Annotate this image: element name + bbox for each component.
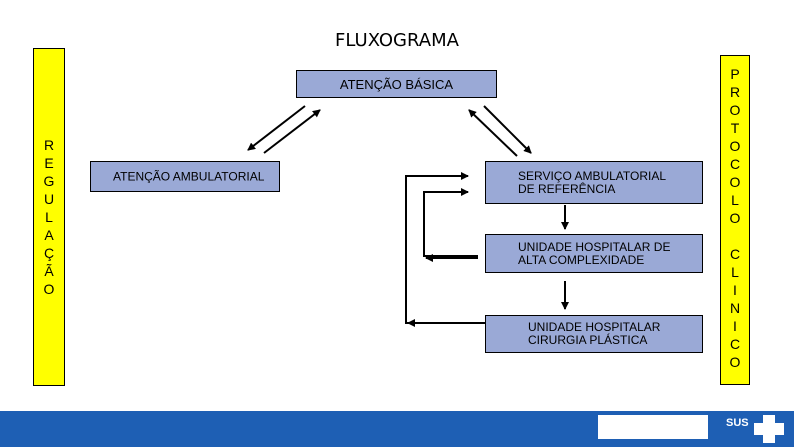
regulacao-letter: Ã xyxy=(44,263,54,279)
regulacao-letter: R xyxy=(43,137,55,153)
regulacao-letter: E xyxy=(44,155,54,171)
protocolo-letter: O xyxy=(729,102,741,118)
clinico-letter: O xyxy=(729,354,741,370)
arrow-basica-to-ambulatorial xyxy=(247,105,306,151)
atencao-basica-box: ATENÇÃO BÁSICA xyxy=(296,70,497,98)
servico-ambulatorial-label: SERVIÇO AMBULATORIAL DE REFERÊNCIA xyxy=(518,168,667,196)
protocolo-clinico-bar: P R O T O C O L O C L I N I C O xyxy=(720,55,750,385)
regulacao-letter: G xyxy=(43,173,55,189)
regulacao-letter: U xyxy=(43,191,55,207)
regulacao-letter: L xyxy=(45,209,53,225)
clinico-letter: L xyxy=(731,264,739,280)
atencao-basica-label: ATENÇÃO BÁSICA xyxy=(339,76,454,92)
regulacao-letter: O xyxy=(43,281,55,297)
clinico-letter: C xyxy=(729,246,741,262)
diagram-title: FLUXOGRAMA xyxy=(335,30,459,51)
unidade-cirurgia-box: UNIDADE HOSPITALAR CIRURGIA PLÁSTICA xyxy=(485,315,703,353)
regulacao-bar: R E G U L A Ç Ã O xyxy=(33,48,65,386)
sus-logo: SUS xyxy=(726,417,749,429)
clinico-letter: I xyxy=(733,318,737,334)
loop-cirurgia-to-servico xyxy=(405,172,485,324)
protocolo-letter: O xyxy=(729,210,741,226)
cross-icon xyxy=(754,415,784,443)
protocolo-letter: C xyxy=(729,156,741,172)
atencao-ambulatorial-label: ATENÇÃO AMBULATORIAL xyxy=(113,169,265,183)
atencao-ambulatorial-box: ATENÇÃO AMBULATORIAL xyxy=(90,161,280,192)
unidade-cirurgia-label: UNIDADE HOSPITALAR CIRURGIA PLÁSTICA xyxy=(528,320,661,347)
protocolo-letter: T xyxy=(730,120,740,136)
protocolo-letter: O xyxy=(729,174,741,190)
clinico-letter: C xyxy=(729,336,741,352)
protocolo-letter: L xyxy=(731,192,739,208)
clinico-letter: N xyxy=(729,300,741,316)
clinico-letter: I xyxy=(733,282,737,298)
arrow-ambulatorial-to-basica xyxy=(263,109,321,154)
protocolo-letter: O xyxy=(729,138,741,154)
regulacao-letter: A xyxy=(44,227,54,243)
protocolo-letter: R xyxy=(729,84,741,100)
arrow-servico-to-basica xyxy=(468,109,518,157)
unidade-alta-label: UNIDADE HOSPITALAR DE ALTA COMPLEXIDADE xyxy=(518,239,671,267)
regulacao-letter: Ç xyxy=(43,245,55,261)
servico-ambulatorial-box: SERVIÇO AMBULATORIAL DE REFERÊNCIA xyxy=(485,161,703,204)
protocolo-letter: P xyxy=(730,66,740,82)
unidade-alta-box: UNIDADE HOSPITALAR DE ALTA COMPLEXIDADE xyxy=(485,234,703,273)
loop-alta-up xyxy=(423,188,478,257)
footer-logo-area xyxy=(598,415,708,439)
arrow-basica-to-servico xyxy=(483,105,532,154)
